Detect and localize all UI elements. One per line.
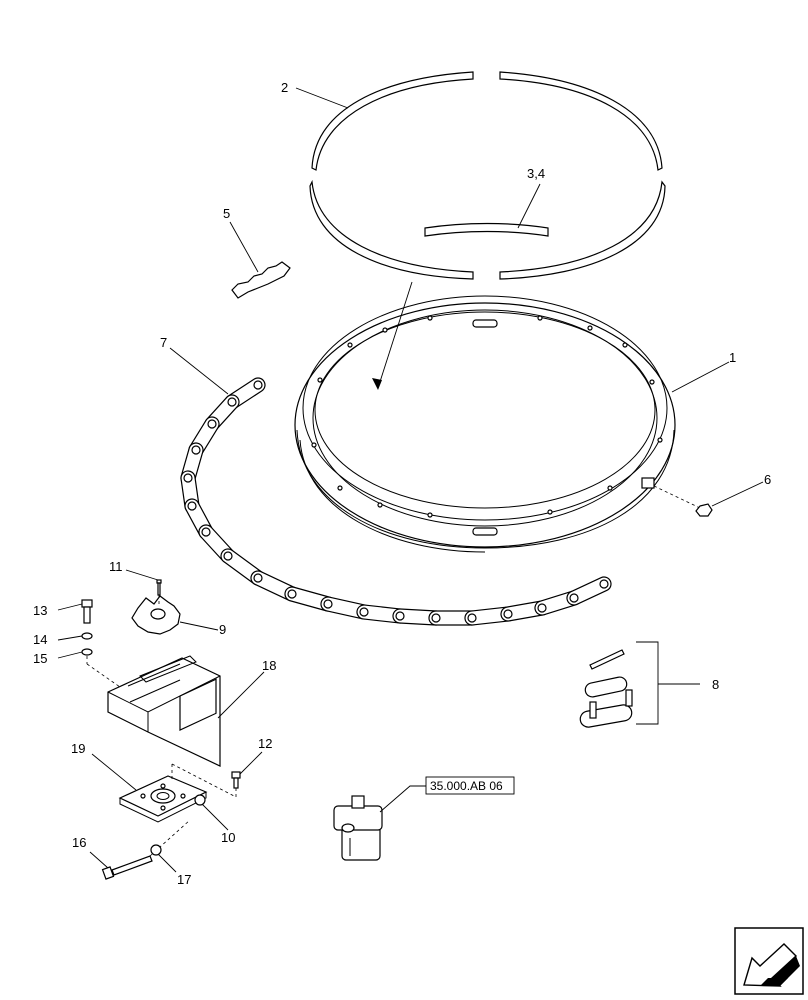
chain-pin (569, 593, 579, 603)
chain-part (180, 377, 612, 626)
callout-3-4: 3,4 (527, 166, 545, 181)
mounting-plate-part (118, 763, 235, 823)
chain-pin (467, 613, 477, 623)
callout-labels: 2 3,4 5 1 6 7 8 9 10 11 12 13 14 15 16 1… (33, 80, 771, 887)
chain-pin (287, 589, 297, 599)
callout-19: 19 (71, 741, 85, 756)
toothed-segment-part (231, 261, 291, 299)
chain-pin (227, 397, 237, 407)
reference-label: 35.000.AB 06 (430, 779, 503, 793)
chain-link (566, 576, 612, 606)
callout-7: 7 (160, 335, 167, 350)
callout-11: 11 (109, 559, 123, 574)
wear-strip-part (424, 222, 549, 237)
callout-16: 16 (72, 835, 86, 850)
reference-callout[interactable]: 35.000.AB 06 (425, 776, 515, 795)
callout-15: 15 (33, 651, 47, 666)
back-arrow-icon[interactable] (734, 927, 804, 995)
chain-pin (503, 609, 513, 619)
callout-8: 8 (712, 677, 719, 692)
chain-pin (431, 613, 441, 623)
chain-pin (187, 501, 197, 511)
chain-pin (191, 445, 201, 455)
callout-6: 6 (764, 472, 771, 487)
chain-pin (359, 607, 369, 617)
chain-pin (201, 527, 211, 537)
long-bolt-part (101, 819, 191, 880)
chain-pin (223, 551, 233, 561)
bolt-washer-stack-part (81, 599, 131, 695)
chain-pin (253, 573, 263, 583)
connecting-link-part (579, 641, 700, 728)
callout-18: 18 (262, 658, 276, 673)
bracket-part (107, 655, 221, 767)
bolt-12-part (231, 771, 241, 798)
chain-pin (207, 419, 217, 429)
ring-frame-part (294, 295, 676, 553)
callout-14: 14 (33, 632, 47, 647)
leader-lines (57, 87, 764, 873)
hydraulic-motor (333, 795, 383, 861)
callout-1: 1 (729, 350, 736, 365)
nut-part (194, 794, 206, 806)
callout-12: 12 (258, 736, 272, 751)
chain-pin (395, 611, 405, 621)
screw-part (156, 579, 162, 606)
chain-pin (537, 603, 547, 613)
chain-pin (183, 473, 193, 483)
chain-pin (323, 599, 333, 609)
callout-10: 10 (221, 830, 235, 845)
callout-13: 13 (33, 603, 47, 618)
chain-pin (253, 380, 263, 390)
split-ring-part (309, 71, 666, 280)
callout-5: 5 (223, 206, 230, 221)
callout-17: 17 (177, 872, 191, 887)
bolt-part (653, 485, 713, 517)
callout-2: 2 (281, 80, 288, 95)
chain-pin (599, 579, 609, 589)
sprocket-part (131, 595, 181, 635)
nut-17-part (150, 844, 162, 856)
callout-9: 9 (219, 622, 226, 637)
